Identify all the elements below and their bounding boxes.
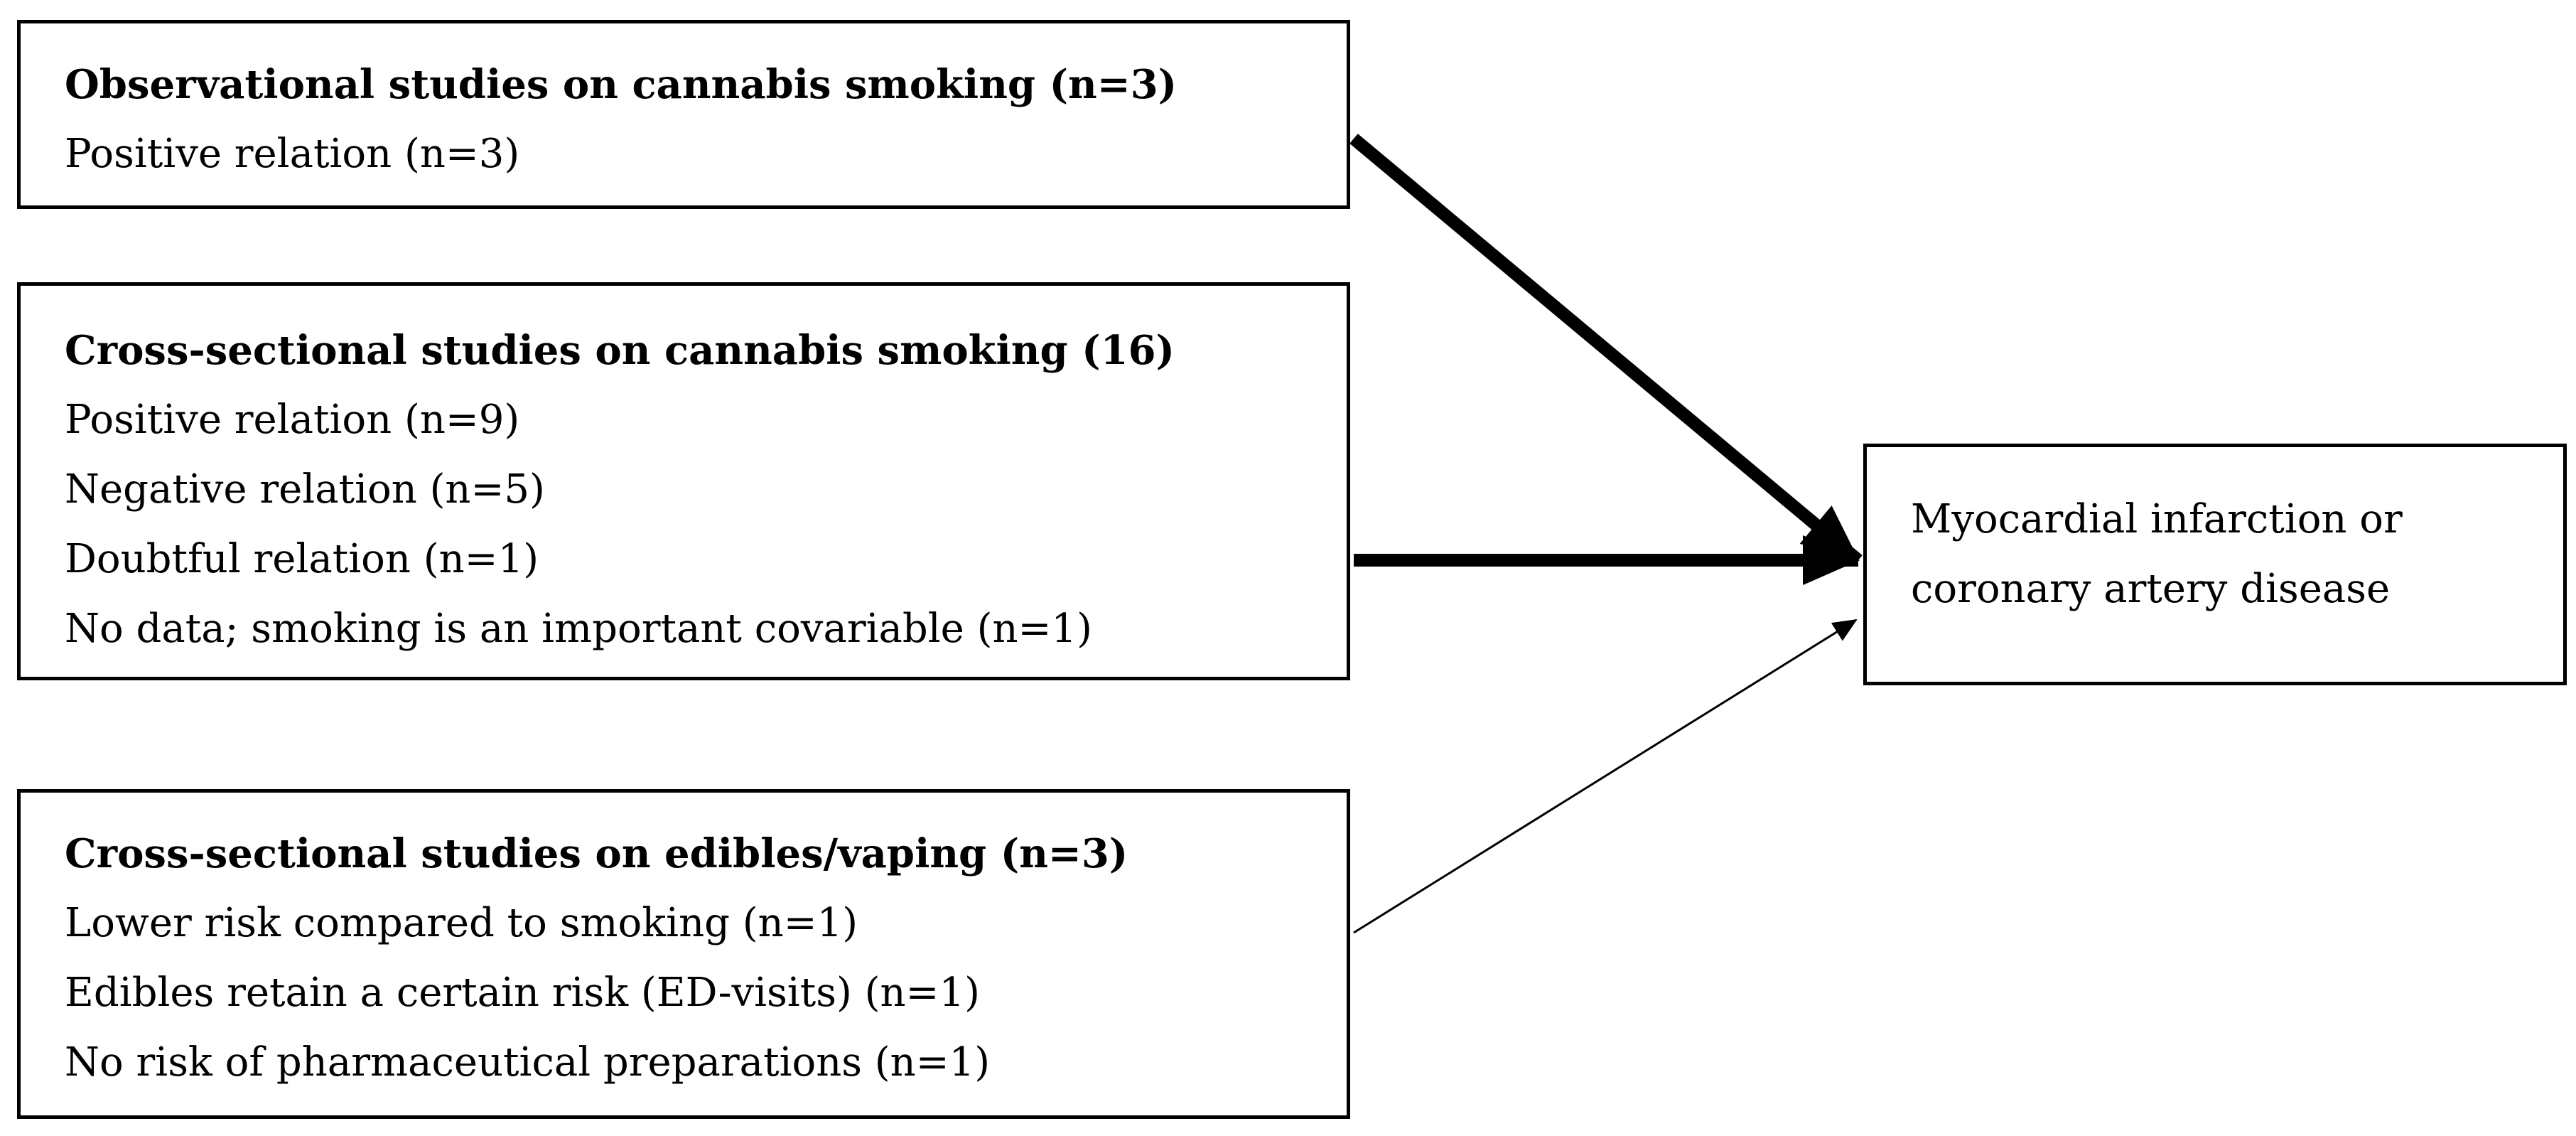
edibles-vaping-title: Cross-sectional studies on edibles/vapin…: [65, 830, 1128, 877]
outcome-line-1: Myocardial infarction or: [1911, 496, 2403, 542]
edibles-line-3: No risk of pharmaceutical preparations (…: [65, 1039, 991, 1086]
arrow-edibles-to-outcome: [1353, 618, 1858, 934]
cross-sectional-line-2: Negative relation (n=5): [65, 466, 545, 513]
arrow-observational-to-outcome: [1349, 134, 1863, 565]
outcome-line-2: coronary artery disease: [1911, 566, 2391, 612]
edibles-line-1: Lower risk compared to smoking (n=1): [65, 900, 858, 946]
edibles-line-2: Edibles retain a certain risk (ED-visits…: [65, 970, 980, 1016]
cross-sectional-line-1: Positive relation (n=9): [65, 397, 520, 443]
cross-sectional-smoking-title: Cross-sectional studies on cannabis smok…: [65, 327, 1175, 374]
outcome-box: Myocardial infarction or coronary artery…: [1863, 444, 2567, 685]
observational-studies-box: Observational studies on cannabis smokin…: [17, 20, 1350, 209]
observational-studies-title: Observational studies on cannabis smokin…: [65, 61, 1177, 108]
edibles-vaping-box: Cross-sectional studies on edibles/vapin…: [17, 789, 1350, 1119]
cross-sectional-line-3: Doubtful relation (n=1): [65, 536, 539, 582]
cross-sectional-smoking-box: Cross-sectional studies on cannabis smok…: [17, 282, 1350, 680]
cross-sectional-line-4: No data; smoking is an important covaria…: [65, 606, 1092, 652]
observational-line-1: Positive relation (n=3): [65, 131, 520, 177]
